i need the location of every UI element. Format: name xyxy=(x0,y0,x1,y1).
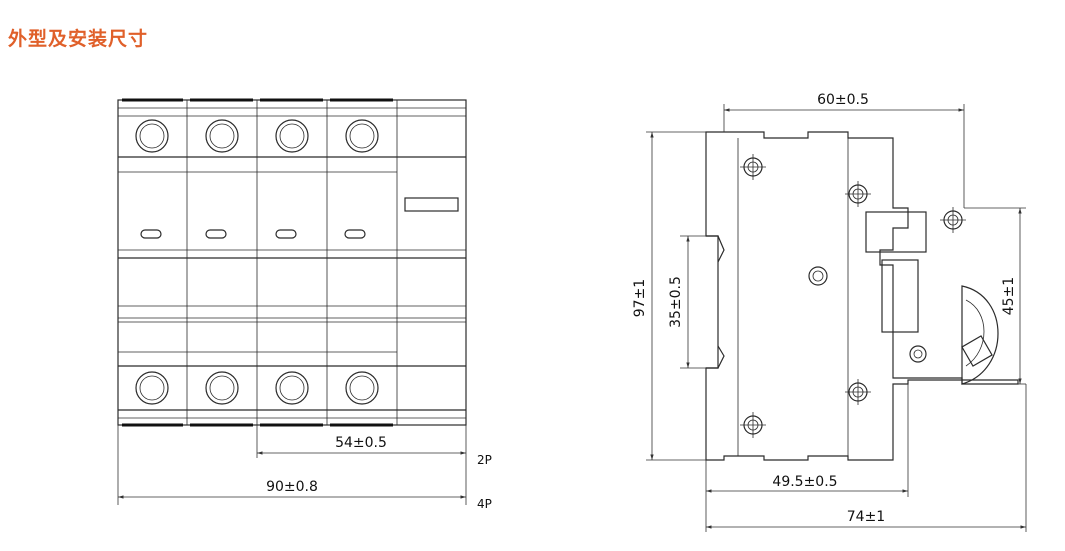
side-view: 60±0.5 97±1 35±0.5 45±1 49.5±0.5 74±1 xyxy=(632,92,1027,532)
page-title: 外型及安装尺寸 xyxy=(8,28,149,50)
dim-35-label: 35±0.5 xyxy=(668,276,684,328)
dim-60-label: 60±0.5 xyxy=(817,92,869,108)
front-view: 54±0.5 2P 90±0.8 4P xyxy=(117,98,492,511)
side-body-outline xyxy=(705,131,1019,461)
dim-74-label: 74±1 xyxy=(847,509,885,525)
dim-49-label: 49.5±0.5 xyxy=(772,474,837,490)
side-screws xyxy=(740,154,966,438)
din-clip-top xyxy=(706,235,725,263)
label-4p: 4P xyxy=(477,497,492,511)
top-terminal-screws xyxy=(135,119,379,153)
label-2p: 2P xyxy=(477,453,492,467)
dim-45-label: 45±1 xyxy=(1001,277,1017,315)
indicator-slots xyxy=(140,229,366,239)
bottom-terminal-screws xyxy=(135,371,379,405)
dim-54-label: 54±0.5 xyxy=(335,435,387,451)
label-window xyxy=(404,197,459,212)
dim-97-label: 97±1 xyxy=(632,279,648,317)
dim-90-label: 90±0.8 xyxy=(266,479,318,495)
side-window xyxy=(865,211,927,253)
toggle-handle xyxy=(961,285,999,385)
din-clip-bottom xyxy=(706,345,725,369)
side-inner-recess xyxy=(881,259,919,333)
